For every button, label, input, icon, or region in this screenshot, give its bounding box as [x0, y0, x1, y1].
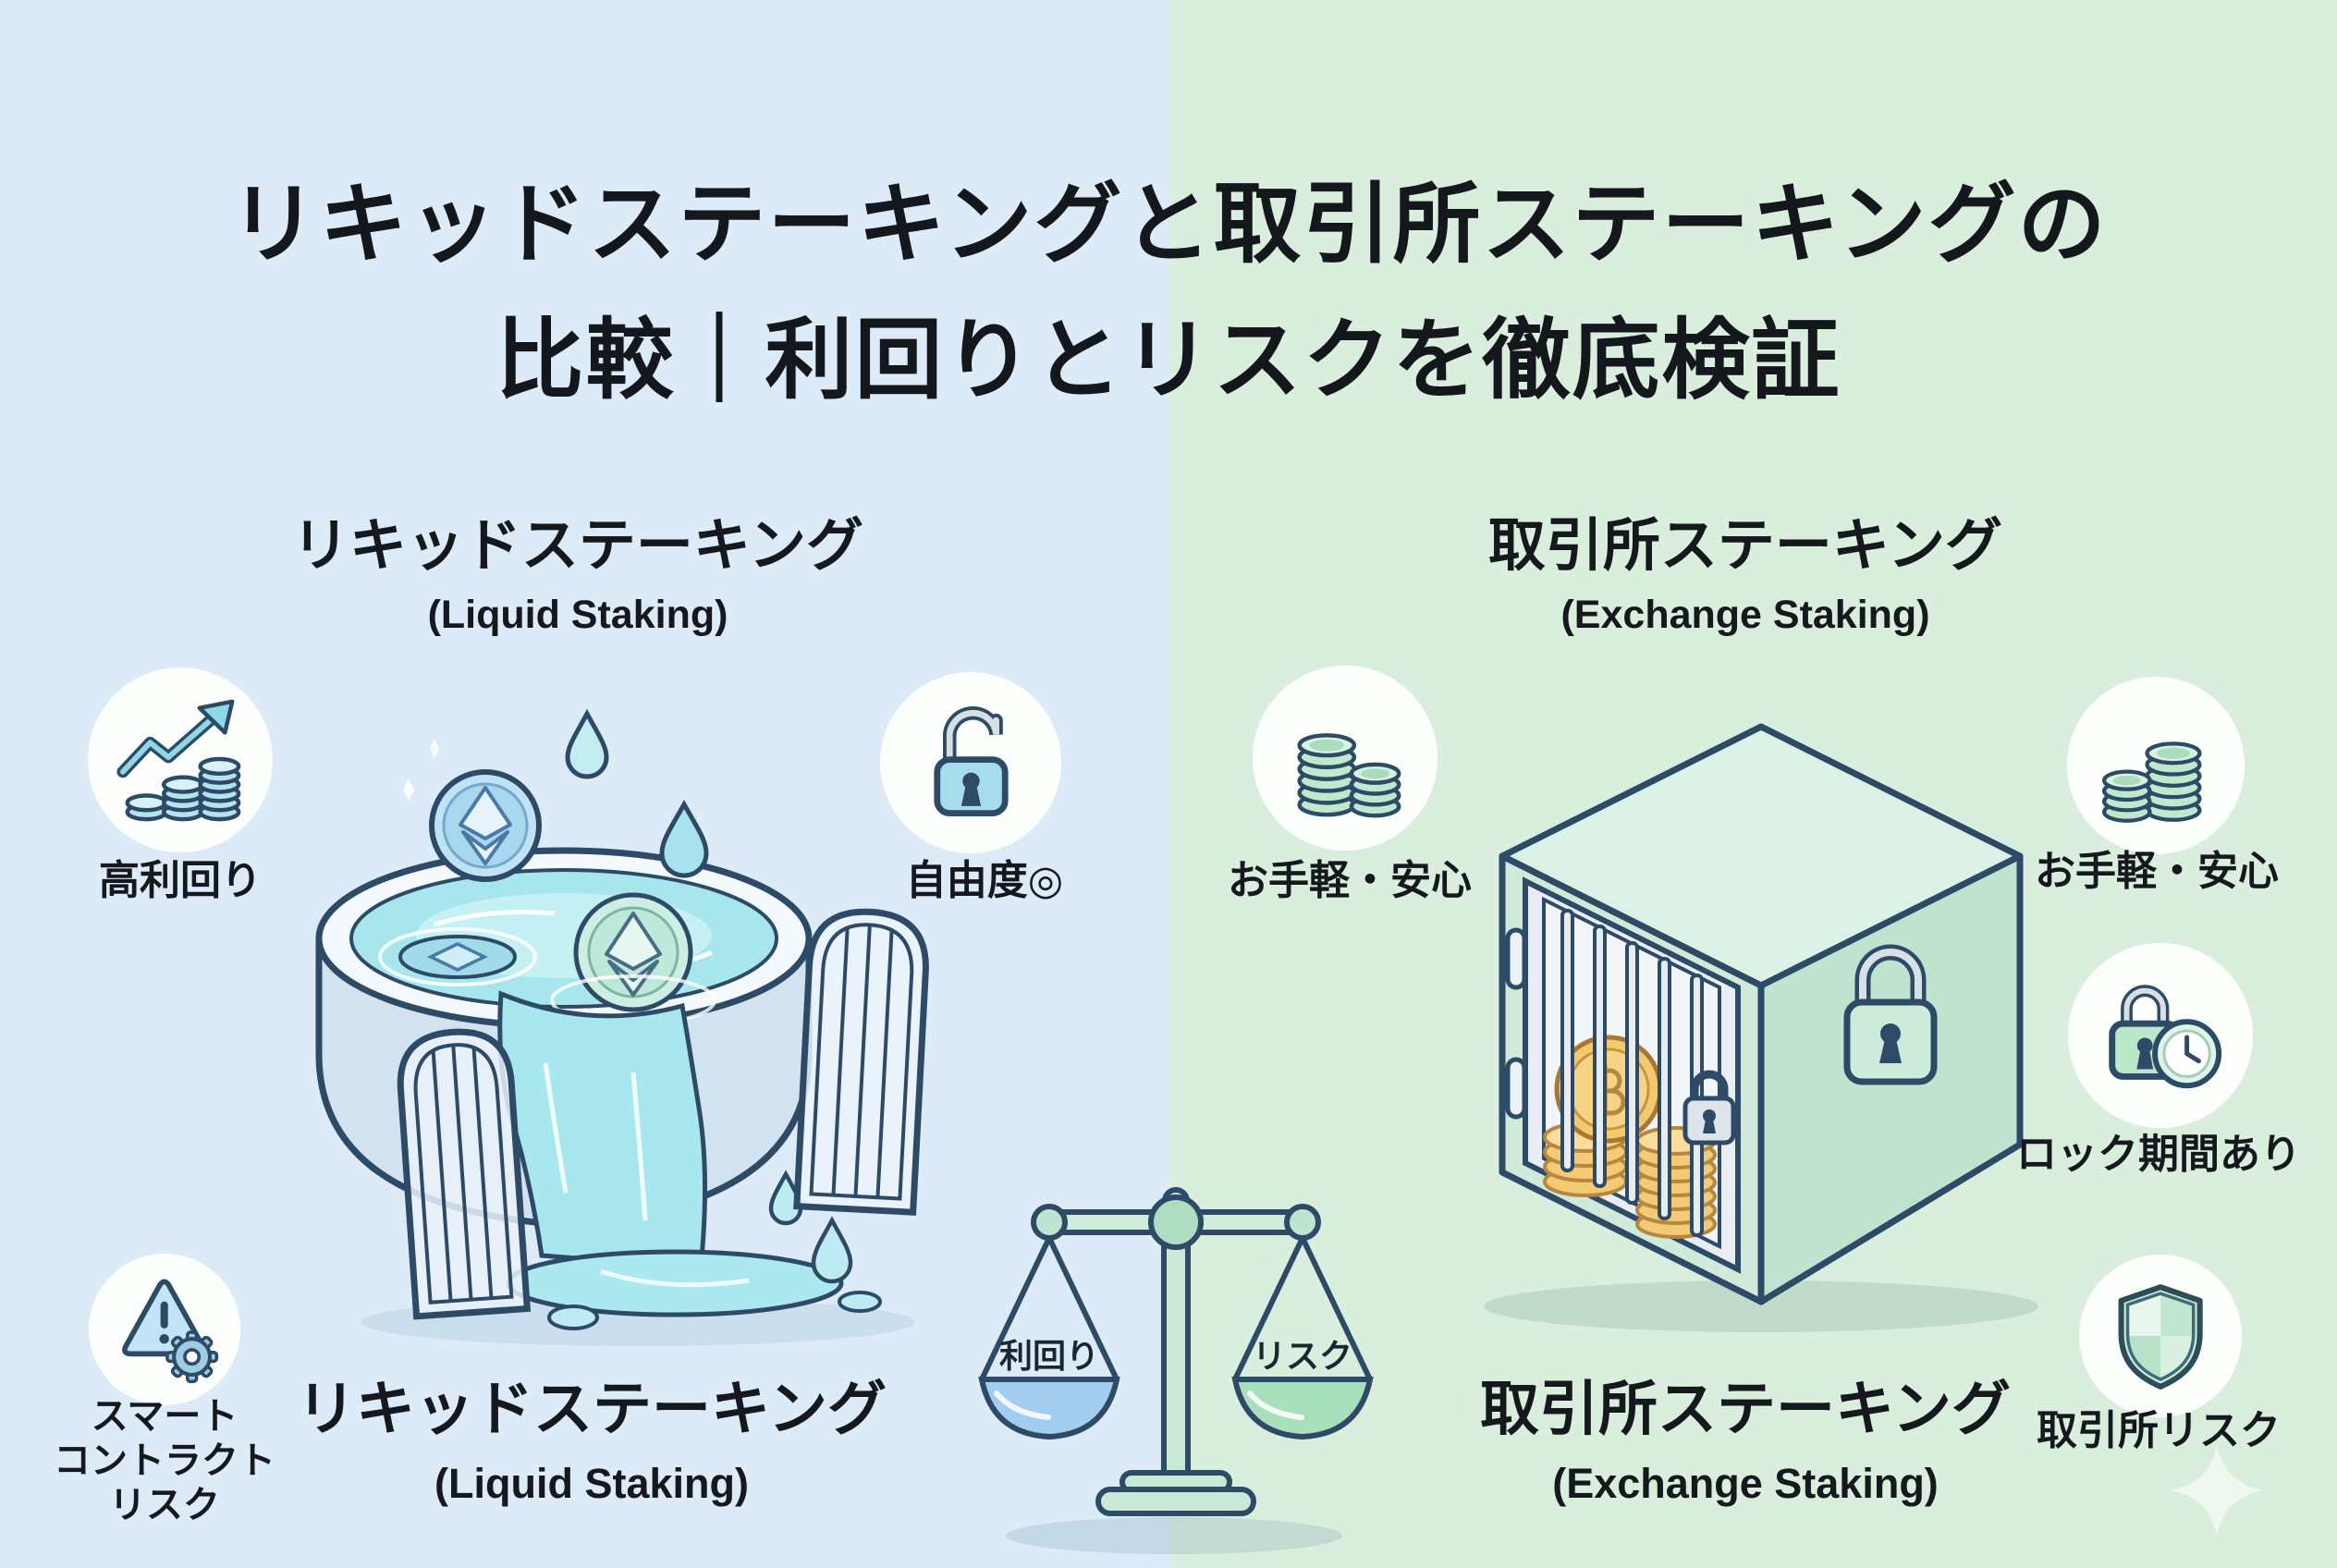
high-yield-label: 高利回り — [99, 858, 262, 903]
open-gate-right — [793, 908, 929, 1216]
exchange-risk-label: 取引所リスク — [2037, 1408, 2281, 1453]
balance-scale-illustration: 利回り リスク — [978, 1187, 1374, 1554]
freedom-badge — [880, 672, 1061, 853]
right-caption-en: (Exchange Staking) — [1552, 1460, 1939, 1507]
smart-contract-risk-label: スマート コントラクト リスク — [26, 1394, 303, 1527]
left-caption-jp: リキッドステーキング — [296, 1376, 887, 1442]
left-column-heading: リキッドステーキング (Liquid Staking) — [226, 518, 929, 635]
smart-contract-risk-line3: リスク — [109, 1485, 220, 1525]
lock-period-badge — [2068, 943, 2253, 1128]
scale-left-pan-label: 利回り — [999, 1337, 1099, 1375]
left-heading-jp: リキッドステーキング — [291, 514, 864, 578]
right-column-heading: 取引所ステーキング (Exchange Staking) — [1394, 518, 2097, 635]
high-yield-badge — [88, 668, 273, 852]
water-droplet-icon — [659, 799, 709, 878]
left-caption-en: (Liquid Staking) — [434, 1460, 749, 1507]
small-padlock-icon — [1682, 1070, 1736, 1145]
water-overflow — [497, 990, 708, 1271]
eth-coin-floating — [550, 892, 716, 1026]
right-caption: 取引所ステーキング (Exchange Staking) — [1394, 1379, 2097, 1504]
vault-padlock-icon — [1843, 944, 1938, 1085]
open-padlock-icon — [934, 706, 1009, 817]
easy-safe-left-badge — [1253, 666, 1438, 851]
vault-bars — [1560, 909, 1704, 1237]
scale-pan-right — [1231, 1377, 1374, 1440]
water-droplet-icon — [565, 708, 609, 779]
coin-stacks-icon — [1297, 733, 1401, 818]
sparkle-decoration — [2171, 1444, 2263, 1537]
smart-contract-risk-line2: コントラクト — [54, 1440, 275, 1481]
right-heading-en: (Exchange Staking) — [1560, 593, 1930, 637]
shield-icon — [2118, 1283, 2203, 1390]
warning-gear-icon — [122, 1279, 219, 1384]
page-title: リキッドステーキングと取引所ステーキングの 比較｜利回りとリスクを徹底検証 — [0, 181, 2337, 405]
lock-period-label: ロック期間あり — [2016, 1132, 2301, 1177]
liquid-staking-pool-illustration — [315, 708, 929, 1346]
coin-stacks-icon — [2101, 741, 2202, 823]
exchange-risk-badge — [2079, 1255, 2242, 1417]
exchange-vault-illustration — [1484, 723, 2038, 1332]
right-heading-jp: 取引所ステーキング — [1487, 514, 2003, 578]
right-caption-jp: 取引所ステーキング — [1479, 1376, 2012, 1442]
page-title-line2: 比較｜利回りとリスクを徹底検証 — [496, 312, 1841, 410]
eth-coin-falling — [429, 769, 542, 882]
vault-shadow — [1484, 1280, 2038, 1332]
vault-hinge — [1505, 1057, 1527, 1120]
scale-pan-left — [978, 1377, 1120, 1440]
vault-hinge — [1505, 927, 1527, 990]
easy-safe-right-label: お手軽・安心 — [2035, 849, 2279, 894]
page-title-line1: リキッドステーキングと取引所ステーキングの — [229, 176, 2108, 274]
freedom-label: 自由度◎ — [905, 858, 1064, 903]
growth-chart-coins-icon — [116, 699, 241, 822]
smart-contract-risk-line1: スマート — [91, 1396, 239, 1437]
easy-safe-right-badge — [2067, 677, 2245, 854]
smart-contract-risk-badge — [89, 1254, 240, 1405]
scale-right-pan-label: リスク — [1253, 1337, 1352, 1375]
left-caption: リキッドステーキング (Liquid Staking) — [240, 1379, 943, 1504]
left-heading-en: (Liquid Staking) — [427, 593, 728, 637]
lock-clock-icon — [2109, 985, 2222, 1089]
easy-safe-left-label: お手軽・安心 — [1228, 858, 1472, 903]
open-gate-left — [397, 1028, 532, 1320]
